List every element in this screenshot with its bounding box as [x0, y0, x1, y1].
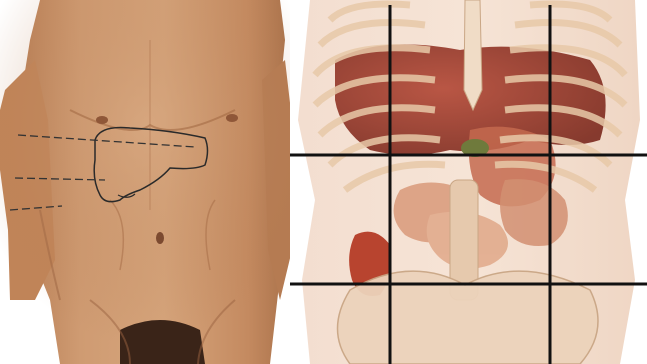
torso-illustration	[0, 0, 292, 364]
surface-anatomy-panel	[0, 0, 292, 364]
nipple-left	[96, 116, 108, 124]
nipple-right	[226, 114, 238, 122]
internal-organs-illustration	[290, 0, 647, 364]
internal-anatomy-panel	[290, 0, 647, 364]
sternum	[464, 0, 482, 110]
navel	[156, 232, 164, 244]
pubic-region	[120, 320, 205, 364]
